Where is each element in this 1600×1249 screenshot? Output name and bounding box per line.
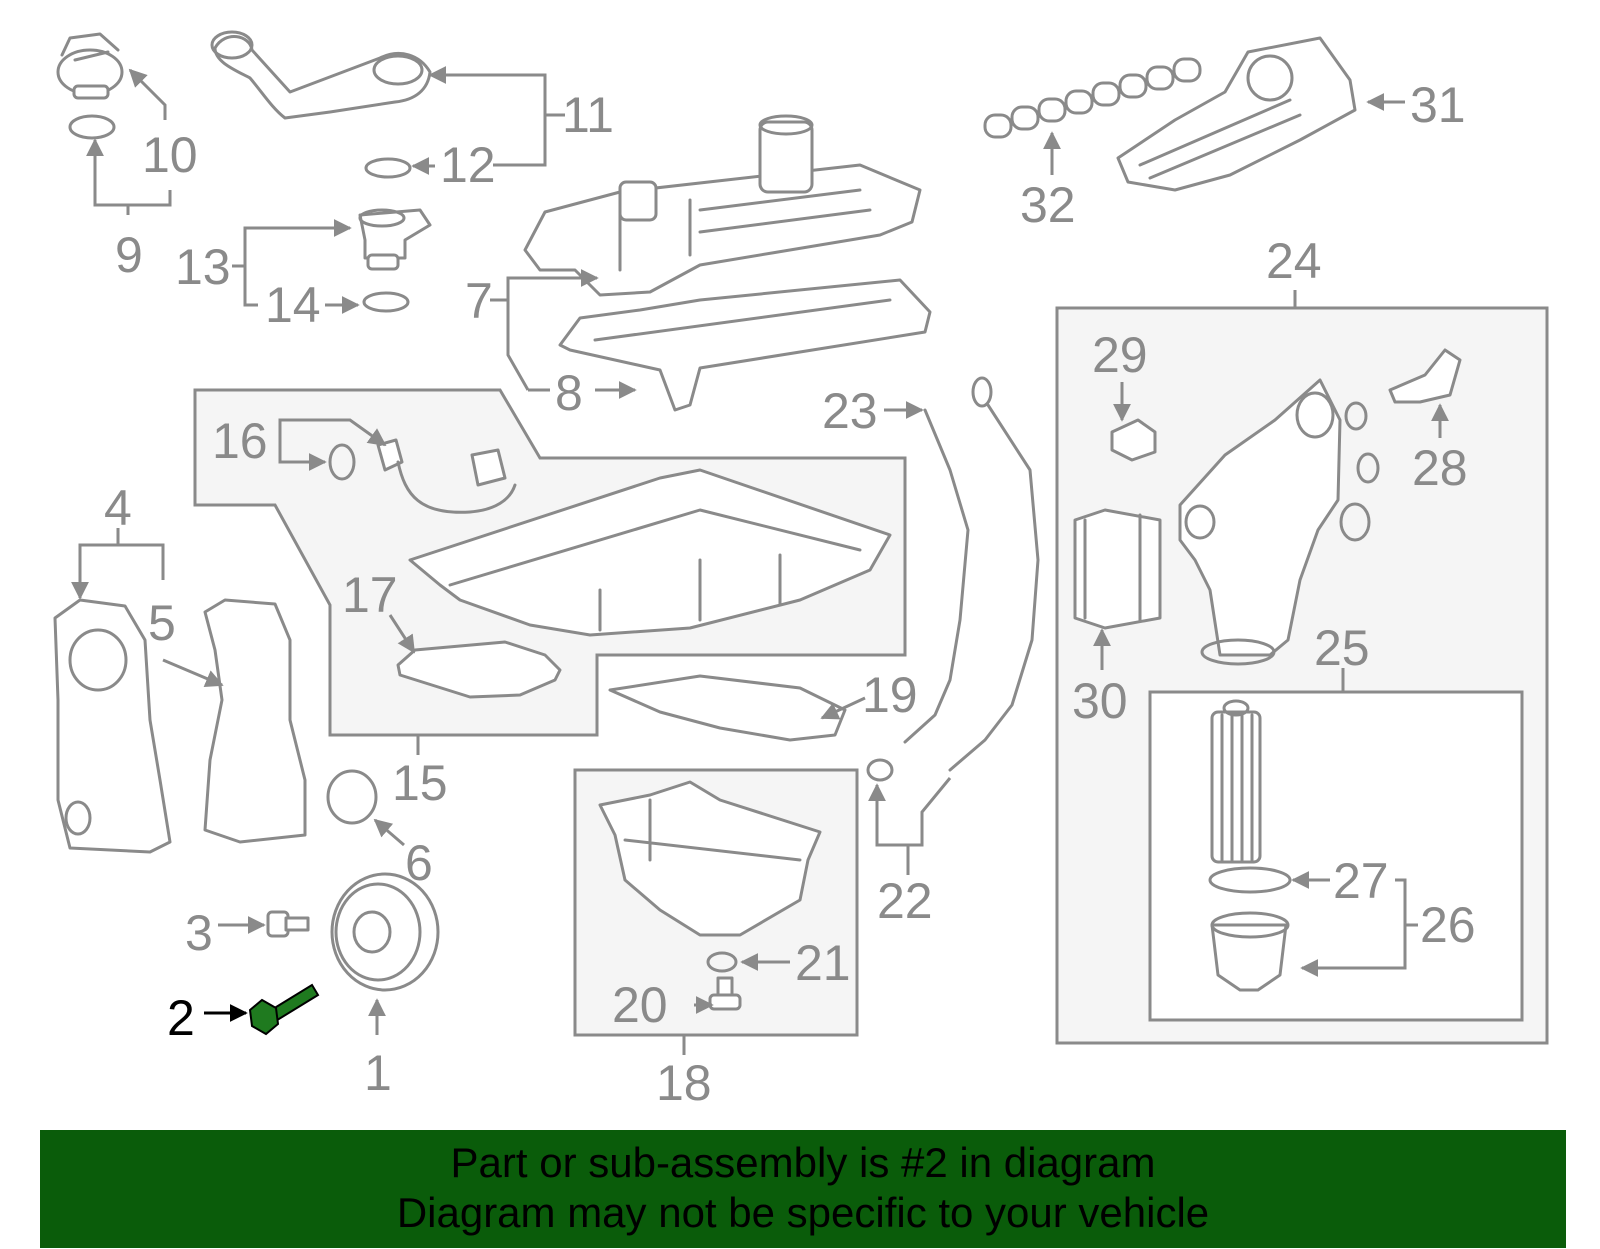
callout-14: 14 (265, 277, 321, 333)
callout-11: 11 (562, 87, 614, 143)
leader-11 (428, 66, 565, 117)
dipstick-seal-part[interactable] (866, 758, 894, 782)
callout-12: 12 (440, 137, 496, 193)
callout-13: 13 (175, 239, 231, 295)
leader-11b (493, 115, 547, 167)
leader-5 (162, 658, 224, 687)
callout-16: 16 (212, 413, 268, 469)
crankshaft-pulley-bolt-highlighted-part[interactable] (248, 983, 320, 1036)
filler-cap-seal-part[interactable] (68, 114, 116, 140)
leader-13 (232, 219, 352, 268)
oil-filler-cap-part[interactable] (56, 32, 124, 100)
housing-valve-part[interactable] (1110, 418, 1157, 462)
leader-16b (278, 440, 327, 471)
callout-8: 8 (555, 365, 583, 421)
dipstick-part[interactable] (948, 376, 1040, 772)
callout-19: 19 (862, 667, 918, 723)
timing-cover-gasket-part[interactable] (203, 598, 307, 844)
lower-oil-pan-part[interactable] (598, 780, 822, 937)
oil-filler-tube-part[interactable] (210, 30, 432, 120)
leader-7 (490, 269, 599, 302)
oil-filter-element-part[interactable] (1210, 699, 1262, 864)
leader-16 (278, 418, 387, 447)
callout-32: 32 (1020, 177, 1076, 233)
dipstick-tube-part[interactable] (903, 408, 970, 744)
timing-cover-part[interactable] (53, 598, 172, 854)
info-banner: Part or sub-assembly is #2 in diagram Di… (40, 1130, 1566, 1248)
intake-manifold-part[interactable] (1116, 36, 1357, 192)
leader-13b (243, 266, 258, 307)
leader-22 (868, 783, 910, 875)
leader-4 (71, 528, 120, 600)
pan-baffle-gasket-part[interactable] (396, 640, 562, 699)
callout-5: 5 (148, 595, 176, 651)
callout-27: 27 (1333, 853, 1389, 909)
parts-diagram: 10 9 11 12 13 14 7 8 31 32 16 17 15 19 1… (53, 30, 1549, 1111)
callout-28: 28 (1412, 440, 1468, 496)
callout-9: 9 (115, 227, 143, 283)
leader-4b (118, 543, 165, 580)
housing-sensor-part[interactable] (1388, 348, 1462, 404)
callout-30: 30 (1072, 673, 1128, 729)
timing-cover-hole (64, 800, 92, 836)
oil-level-sensor-part[interactable] (328, 438, 517, 514)
callout-25: 25 (1314, 620, 1370, 676)
leader-10 (128, 68, 167, 120)
callout-10: 10 (142, 127, 198, 183)
callout-4: 4 (104, 480, 132, 536)
leader-9 (86, 138, 130, 215)
filter-cap-o-ring-part[interactable] (1208, 866, 1292, 894)
leader-9b (128, 190, 172, 207)
callout-6: 6 (405, 835, 433, 891)
leader-26 (1395, 878, 1418, 927)
banner-line-part-number: Part or sub-assembly is #2 in diagram (450, 1139, 1156, 1186)
leader-22b (908, 777, 952, 847)
callout-23: 23 (822, 383, 878, 439)
crankshaft-pulley-part[interactable] (330, 872, 440, 992)
leader-19 (820, 696, 866, 720)
upper-oil-pan-part[interactable] (408, 468, 892, 637)
oil-cooler-part[interactable] (1073, 508, 1162, 630)
callout-3: 3 (185, 905, 213, 961)
oil-filter-cap-part[interactable] (1210, 911, 1290, 992)
leader-7b (506, 300, 530, 391)
housing-o-ring-1-part[interactable] (1344, 401, 1368, 431)
breather-fitting-part[interactable] (358, 208, 432, 271)
valve-cover-part[interactable] (523, 114, 922, 297)
callout-21: 21 (795, 935, 851, 991)
callout-18: 18 (656, 1055, 712, 1111)
timing-cover-bore (68, 628, 128, 692)
banner-line-disclaimer: Diagram may not be specific to your vehi… (396, 1189, 1210, 1236)
manifold-gasket-part[interactable] (983, 57, 1202, 139)
fitting-o-ring-part[interactable] (362, 291, 410, 313)
housing-o-ring-3-part[interactable] (1339, 502, 1371, 542)
drain-plug-washer-part[interactable] (706, 951, 738, 973)
leader-17 (388, 614, 416, 654)
housing-o-ring-2-part[interactable] (1356, 452, 1380, 484)
oil-filter-housing-part[interactable] (1178, 378, 1342, 666)
callout-2: 2 (167, 990, 195, 1046)
leader-6 (373, 818, 405, 847)
callout-15: 15 (392, 755, 448, 811)
callout-31: 31 (1410, 77, 1466, 133)
callout-20: 20 (612, 977, 668, 1033)
leader-26b (1300, 925, 1407, 977)
callout-17: 17 (342, 567, 398, 623)
callout-24: 24 (1266, 233, 1322, 289)
pulley-bolt-small-part[interactable] (266, 910, 310, 938)
callout-22: 22 (877, 873, 933, 929)
callout-26: 26 (1420, 897, 1476, 953)
oil-pan-gasket-part[interactable] (608, 674, 847, 742)
callout-29: 29 (1092, 327, 1148, 383)
callout-1: 1 (364, 1045, 392, 1101)
callout-7: 7 (465, 273, 493, 329)
tube-o-ring-part[interactable] (364, 157, 412, 179)
crankshaft-seal-part[interactable] (326, 769, 378, 825)
valve-cover-gasket-part[interactable] (558, 278, 932, 412)
